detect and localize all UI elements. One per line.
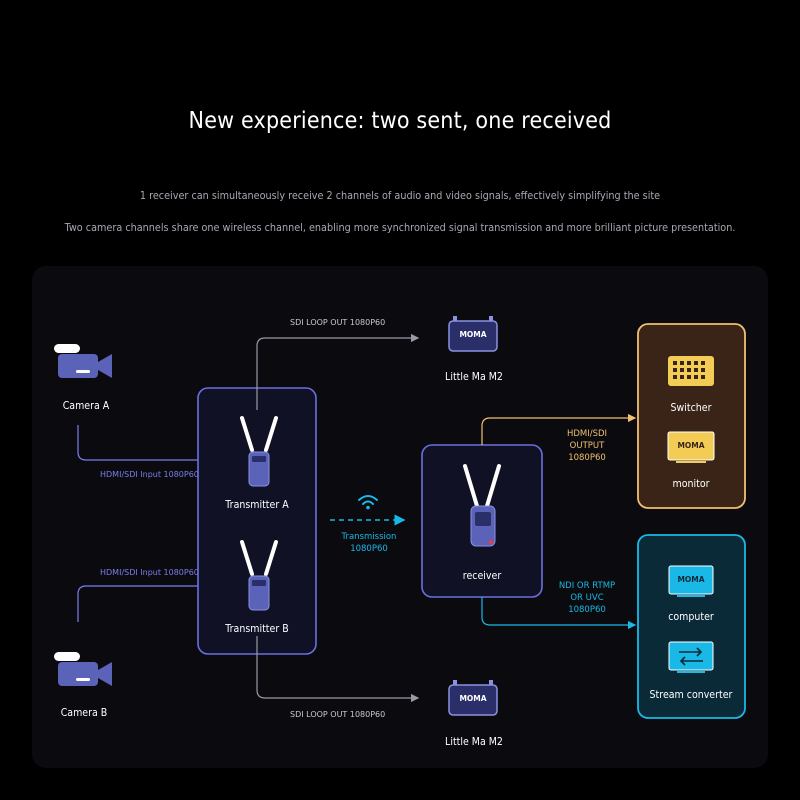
loop-out-top-link [256,333,420,410]
camera-a-link [77,425,222,465]
ndi-output-line2: OR UVC [570,593,604,603]
camera-b-link-label: HDMI/SDI Input 1080P60 [100,568,199,577]
camera-a-link-label: HDMI/SDI Input 1080P60 [100,470,199,479]
transmission-label-line1: Transmission [341,532,397,542]
monitor-brand: MOMA [677,441,705,450]
little-ma-bottom-label: Little Ma M2 [445,736,503,748]
switcher-icon [668,356,714,386]
stream-converter-label: Stream converter [649,689,733,701]
little-ma-top-label: Little Ma M2 [445,371,503,383]
transmission-label: Transmission 1080P60 [330,531,408,555]
monitor-icon [667,431,715,463]
hdmi-output-line1: HDMI/SDI [566,429,608,439]
ndi-output-label: NDI OR RTMP OR UVC 1080P60 [548,580,626,616]
camera-a-label: Camera A [62,400,110,412]
loop-out-top-label: SDI LOOP OUT 1080P60 [290,318,386,327]
output-group-stream [637,534,746,719]
ndi-output-line3: 1080P60 [568,605,606,615]
ndi-output-line1: NDI OR RTMP [558,581,616,591]
transmitter-b-label: Transmitter B [225,623,289,635]
computer-icon [668,565,714,597]
subtitle-channels: Two camera channels share one wireless c… [64,222,736,234]
transmitter-a-label: Transmitter A [225,499,289,511]
transmitter-b-device-icon [240,540,278,611]
little-ma-top-brand: MOMA [459,330,487,339]
little-ma-bottom-icon [448,680,498,716]
hdmi-output-link [481,413,637,445]
subtitle-receiver: 1 receiver can simultaneously receive 2 … [139,190,661,202]
transmitter-a-device-icon [240,416,278,487]
computer-brand: MOMA [677,575,705,584]
camera-b-icon [54,652,112,686]
stream-converter-icon [668,641,714,673]
wifi-icon [358,495,378,510]
monitor-label: monitor [672,478,710,490]
transmitter-box [197,387,317,655]
hdmi-output-line3: 1080P60 [568,453,606,463]
receiver-device-icon [463,464,501,547]
transmission-label-line2: 1080P60 [350,544,388,554]
camera-b-label: Camera B [60,707,108,719]
ndi-output-link [481,597,637,630]
hdmi-output-label: HDMI/SDI OUTPUT 1080P60 [552,428,622,464]
receiver-label: receiver [462,570,502,582]
little-ma-bottom-brand: MOMA [459,694,487,703]
hdmi-output-line2: OUTPUT [569,441,605,451]
camera-b-link [77,581,222,622]
output-group-display [637,323,746,509]
switcher-label: Switcher [670,402,712,414]
loop-out-bottom-label: SDI LOOP OUT 1080P60 [290,710,386,719]
computer-label: computer [668,611,714,623]
page-title: New experience: two sent, one received [188,108,612,134]
camera-a-icon [54,344,112,378]
loop-out-bottom-link [256,636,420,703]
little-ma-top-icon [448,316,498,352]
